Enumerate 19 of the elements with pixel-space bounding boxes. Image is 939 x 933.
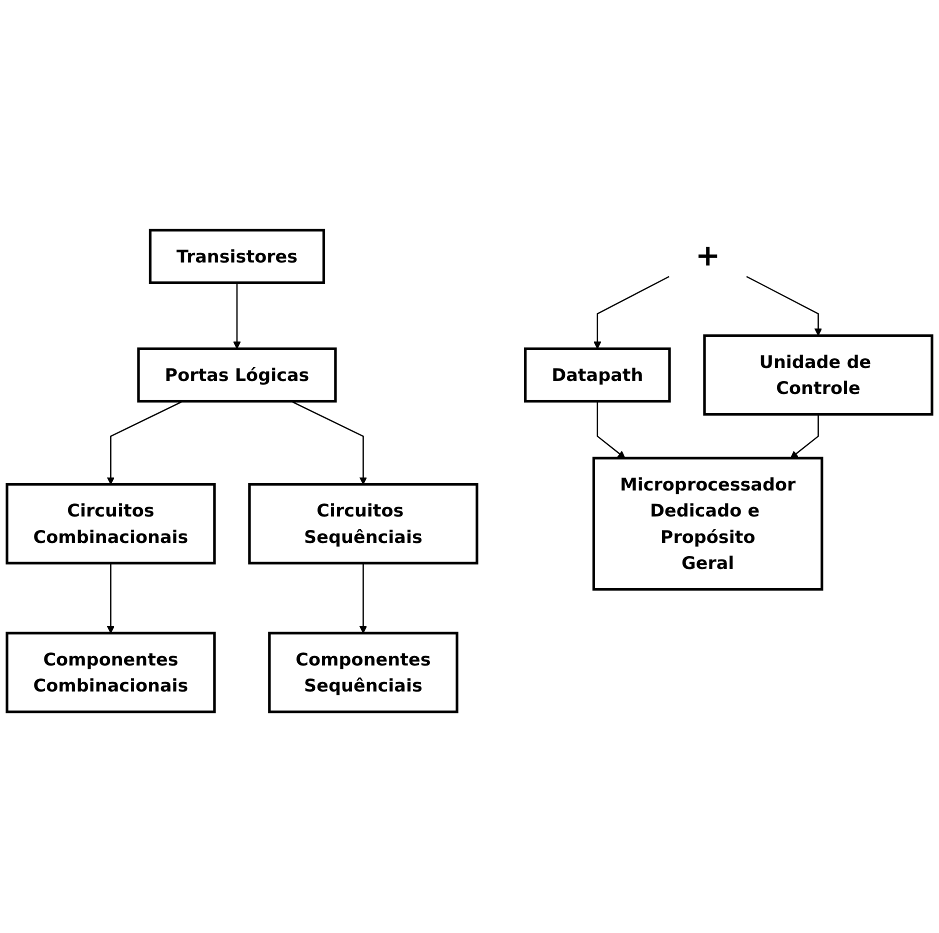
node-box: Circuitos Combinacionais: [6, 483, 216, 564]
arrow: [596, 401, 626, 459]
arrow: [746, 276, 822, 336]
node-box: Circuitos Sequênciais: [248, 483, 478, 564]
arrow: [106, 400, 184, 485]
arrow: [233, 282, 241, 350]
node-box: Unidade de Controle: [703, 334, 934, 416]
arrow: [290, 400, 368, 485]
node-box: Microprocessador Dedicado e Propósito Geral: [592, 456, 824, 591]
node-box: Componentes Combinacionais: [6, 632, 216, 714]
node-text: +: [695, 238, 720, 274]
node-box: Transistores: [148, 228, 326, 284]
arrow: [790, 414, 819, 459]
arrow: [594, 276, 670, 350]
node-box: Datapath: [524, 348, 671, 403]
arrow: [359, 563, 368, 634]
node-box: Componentes Sequênciais: [268, 632, 458, 714]
arrow: [106, 563, 115, 634]
node-box: Portas Lógicas: [137, 348, 337, 403]
